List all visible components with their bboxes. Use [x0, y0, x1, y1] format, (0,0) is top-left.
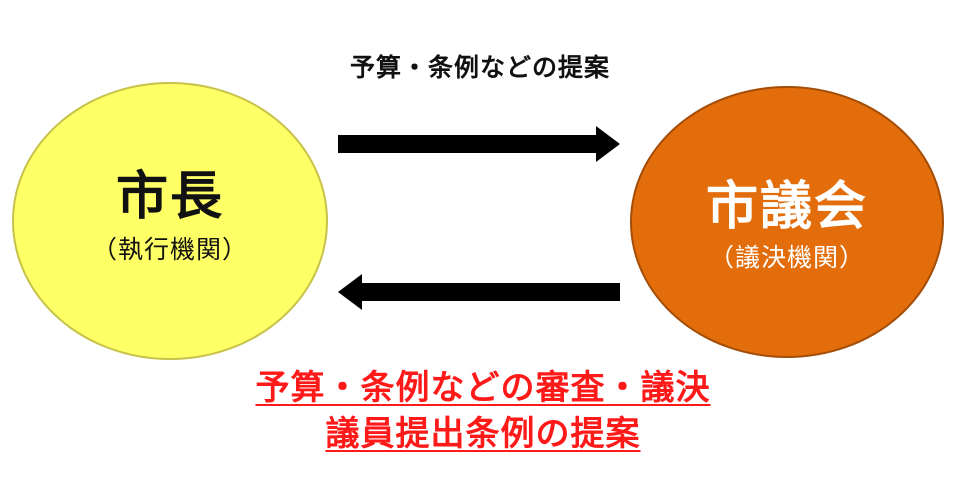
member-proposal-text: 議員提出条例の提案 [0, 406, 966, 455]
review-resolution-label: 予算・条例などの審査・議決 [255, 368, 711, 408]
proposal-label: 予算・条例などの提案 [349, 53, 610, 82]
mayor-circle: 市長 （執行機関） [12, 82, 328, 360]
council-subtitle: （議決機関） [708, 243, 865, 272]
left-arrow [338, 274, 620, 310]
right-arrow [338, 126, 620, 162]
mayor-subtitle: （執行機関） [91, 235, 248, 264]
council-title: 市議会 [705, 177, 868, 237]
member-proposal-label: 議員提出条例の提案 [325, 414, 641, 454]
review-resolution-text: 予算・条例などの審査・議決 [0, 360, 966, 409]
mayor-title: 市長 [115, 167, 224, 227]
council-circle: 市議会 （議決機関） [630, 86, 944, 358]
